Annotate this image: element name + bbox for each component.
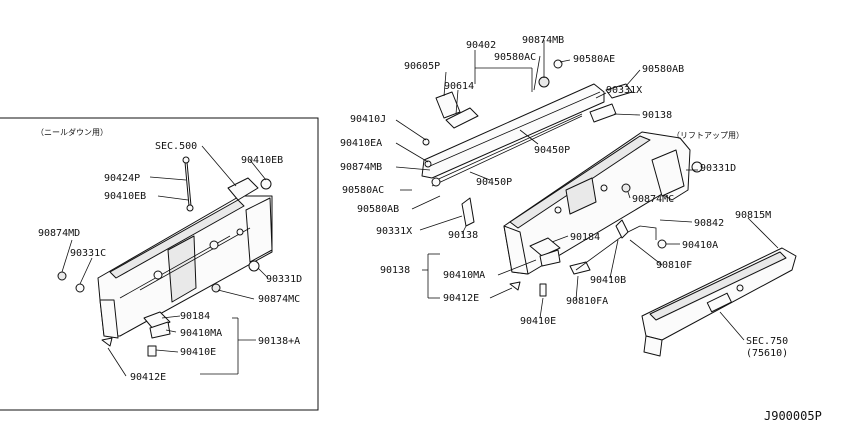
label-90614: 90614 — [444, 81, 474, 92]
left-leaders — [61, 145, 269, 377]
label-90331x-top: 90331X — [606, 85, 642, 96]
label-90138a: 90138+A — [258, 336, 300, 347]
label-sec-750: SEC.750 — [746, 336, 788, 347]
label-90412e: 90412E — [130, 372, 166, 383]
label-90331x: 90331X — [376, 226, 412, 237]
label-90815m: 90815M — [735, 210, 771, 221]
label-90874md: 90874MD — [38, 228, 80, 239]
label-90424p: 90424P — [104, 173, 140, 184]
label-90410eb-top: 90410EB — [241, 155, 283, 166]
label-90138-right: 90138 — [380, 265, 410, 276]
lower-sill — [641, 247, 797, 357]
label-90810fa: 90810FA — [566, 296, 608, 307]
label-90580ab-top: 90580AB — [642, 64, 684, 75]
label-90810f: 90810F — [656, 260, 692, 271]
right-leaders — [395, 40, 779, 341]
label-90874mc-right: 90874MC — [632, 194, 674, 205]
left-panel-frame — [0, 117, 319, 411]
label-90410j: 90410J — [350, 114, 386, 125]
label-90184: 90184 — [180, 311, 210, 322]
label-90450p-upper: 90450P — [534, 145, 570, 156]
right-labels: 90874MB 90402 90580AC 90580AE 90605P 905… — [340, 35, 788, 359]
label-90410eb: 90410EB — [104, 191, 146, 202]
label-90331c: 90331C — [70, 248, 106, 259]
label-90605p: 90605P — [404, 61, 440, 72]
left-labels: SEC.500 90410EB 90424P 90410EB 90874MD 9… — [38, 141, 302, 383]
label-90874mb: 90874MB — [340, 162, 382, 173]
label-90138-mid: 90138 — [448, 230, 478, 241]
label-90580ac: 90580AC — [342, 185, 384, 196]
left-small-parts — [57, 178, 272, 357]
label-90410ma: 90410MA — [180, 328, 222, 339]
label-90402: 90402 — [466, 40, 496, 51]
label-90410a: 90410A — [682, 240, 718, 251]
label-90184-right: 90184 — [570, 232, 600, 243]
left-strut — [182, 156, 194, 212]
label-90450p-lower: 90450P — [476, 177, 512, 188]
label-liftup-title: （リフトアップ用） — [672, 131, 744, 140]
label-90842: 90842 — [694, 218, 724, 229]
label-90410ea: 90410EA — [340, 138, 382, 149]
diagram-code: J900005P — [764, 409, 822, 423]
label-90410ma-right: 90410MA — [443, 270, 485, 281]
label-90331d: 90331D — [266, 274, 302, 285]
left-panel-title: （ニールダウン用） — [36, 127, 108, 137]
left-tailgate-body — [97, 177, 273, 339]
label-90410b: 90410B — [590, 275, 626, 286]
label-90138-top: 90138 — [642, 110, 672, 121]
label-sec-750-sub: (75610) — [746, 348, 788, 359]
right-tailgate-body — [503, 131, 703, 275]
right-panel: 90874MB 90402 90580AC 90580AE 90605P 905… — [340, 35, 797, 359]
label-90580ae: 90580AE — [573, 54, 615, 65]
left-panel: （ニールダウン用） — [0, 117, 319, 411]
label-90874mb-top: 90874MB — [522, 35, 564, 46]
label-90580ac-top: 90580AC — [494, 52, 536, 63]
label-90410e: 90410E — [180, 347, 216, 358]
right-small-parts — [422, 59, 667, 297]
label-90410e-right: 90410E — [520, 316, 556, 327]
label-sec-500: SEC.500 — [155, 141, 197, 152]
label-90412e-right: 90412E — [443, 293, 479, 304]
upper-rail — [421, 83, 633, 187]
label-90331d-right: 90331D — [700, 163, 736, 174]
label-90874mc: 90874MC — [258, 294, 300, 305]
label-90580ab: 90580AB — [357, 204, 399, 215]
